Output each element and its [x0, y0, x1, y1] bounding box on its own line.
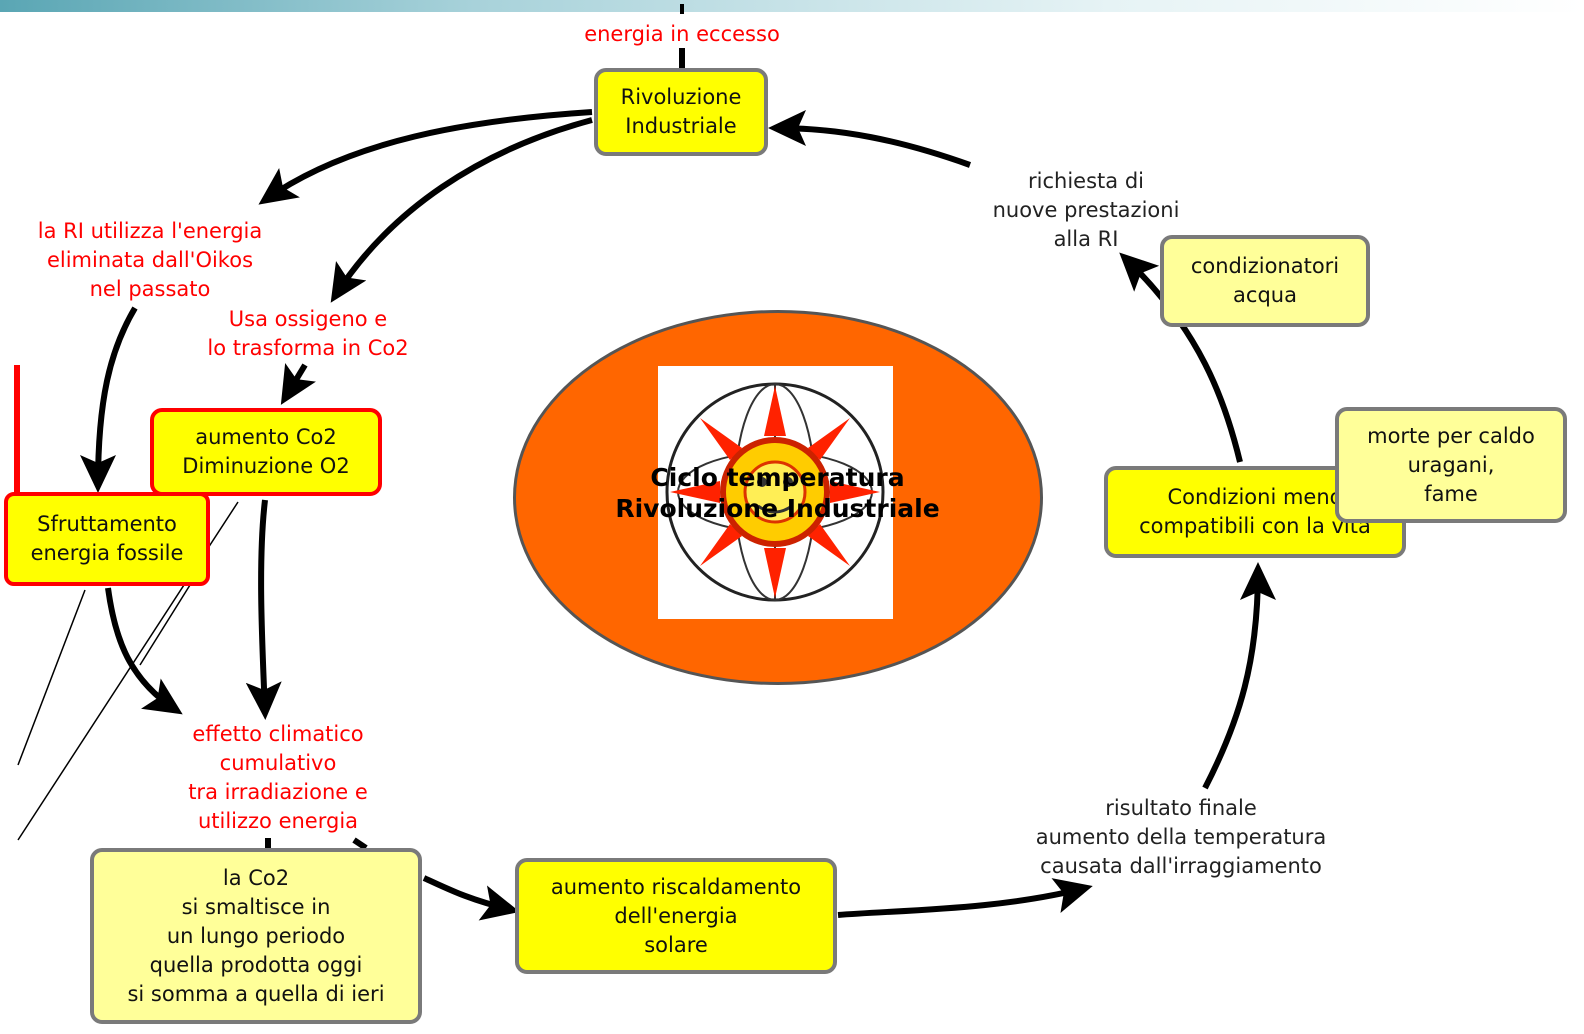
label-ri-utilizza-energia: la RI utilizza l'energia eliminata dall'…	[37, 219, 263, 301]
label-usa-ossigeno: Usa ossigeno e lo trasforma in Co2	[207, 307, 409, 360]
label-energia-in-eccesso: energia in eccesso	[584, 22, 780, 46]
link-smaltisce-to-riscaldamento	[422, 875, 520, 921]
link-ri-to-utilizza	[258, 109, 593, 205]
link-ossigeno-to-co2	[280, 363, 316, 405]
label-richiesta-prestazioni: richiesta di nuove prestazioni alla RI	[992, 169, 1180, 251]
node-condizionatori-acqua[interactable]: condizionatori acqua	[1160, 235, 1370, 327]
label-risultato-finale: risultato finale aumento della temperatu…	[1035, 796, 1327, 878]
link-effetto-stub-b	[352, 837, 368, 851]
thin-line-2	[17, 589, 86, 766]
thin-line-3	[139, 584, 191, 666]
top-gradient-bar	[0, 0, 1584, 12]
link-ri-to-ossigeno	[330, 117, 593, 303]
sun-image	[658, 366, 893, 619]
link-riscaldamento-to-risultato	[837, 878, 1093, 918]
link-utilizza-to-sfruttamento	[80, 306, 138, 493]
link-risultato-to-condizioni	[1202, 562, 1276, 790]
link-co2-to-effetto	[245, 499, 282, 720]
node-sfruttamento-energia[interactable]: Sfruttamento energia fossile	[4, 492, 210, 586]
node-morte-per-caldo[interactable]: morte per caldo uragani, fame	[1335, 407, 1567, 523]
center-title: Ciclo temperatura Rivoluzione Industrial…	[615, 463, 940, 523]
node-aumento-riscaldamento[interactable]: aumento riscaldamento dell'energia solar…	[515, 858, 837, 974]
node-co2-smaltisce[interactable]: la Co2 si smaltisce in un lungo periodo …	[90, 848, 422, 1024]
node-rivoluzione-industriale[interactable]: Rivoluzione Industriale	[594, 68, 768, 156]
left-partial-node	[14, 365, 20, 495]
link-sfruttamento-to-effetto	[105, 587, 183, 715]
link-condizioni-to-richiesta	[1119, 252, 1243, 463]
node-aumento-co2[interactable]: aumento Co2 Diminuzione O2	[150, 408, 382, 496]
link-richiesta-to-ri	[768, 110, 972, 168]
label-effetto-climatico: effetto climatico cumulativo tra irradia…	[188, 722, 368, 833]
